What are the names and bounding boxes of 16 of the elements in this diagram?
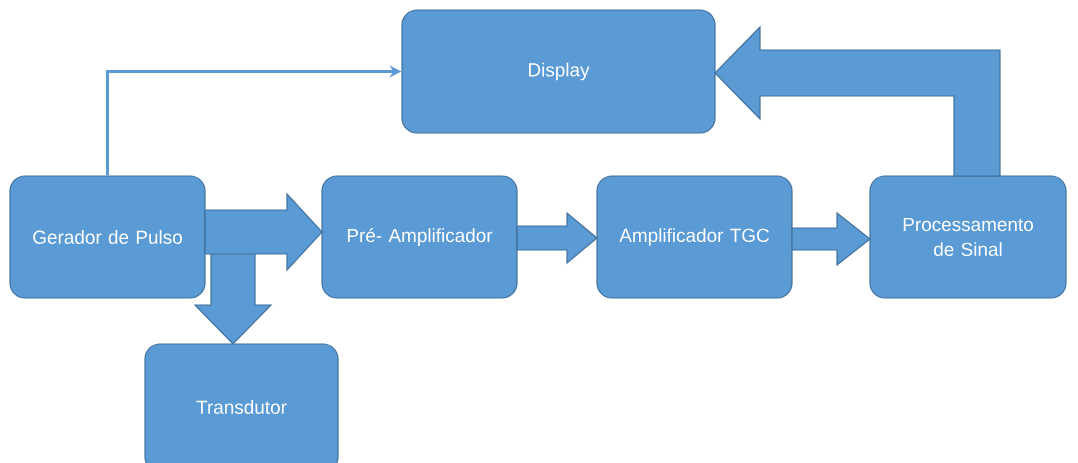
node-label: Pré- Amplificador <box>347 228 493 246</box>
process-box <box>321 175 518 299</box>
process-box <box>869 175 1067 299</box>
node-label: Amplificador TGC <box>619 228 769 246</box>
process-box <box>9 175 206 299</box>
node-label: Display <box>529 62 590 81</box>
block-arrow <box>714 25 1001 177</box>
node-label: Processamento de Sinal <box>903 217 1033 257</box>
block-arrow <box>204 192 323 272</box>
node-label: Gerador de Pulso <box>33 230 182 244</box>
block-arrow <box>516 211 598 265</box>
process-box <box>401 9 716 134</box>
process-box <box>144 343 339 463</box>
node-label: Transdutor <box>196 400 287 414</box>
block-arrow <box>791 211 871 267</box>
process-box <box>596 175 793 299</box>
